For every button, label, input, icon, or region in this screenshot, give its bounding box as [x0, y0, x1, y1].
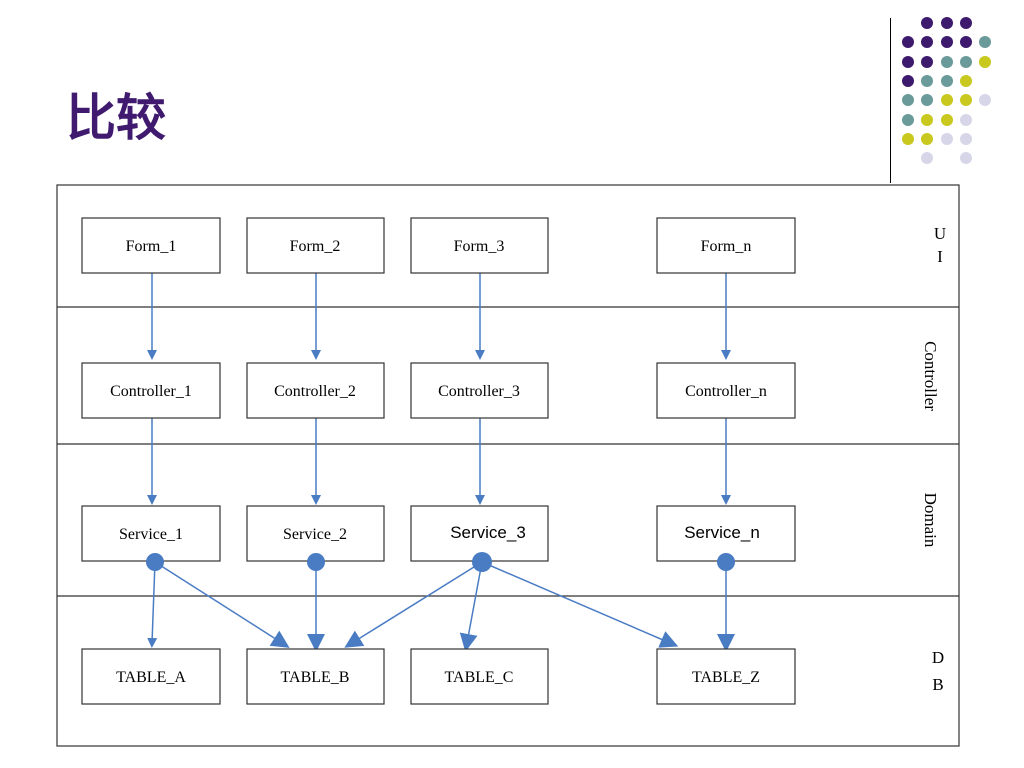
decorative-dot [902, 55, 914, 68]
layer-label-db-2: B [932, 675, 943, 694]
service-box[interactable] [81, 505, 221, 562]
table-label: TABLE_B [281, 669, 350, 686]
decorative-dot [959, 132, 972, 145]
decorative-dot [959, 74, 972, 87]
decorative-dot [959, 152, 972, 165]
controller-box[interactable] [246, 362, 385, 419]
service-label: Service_1 [119, 526, 183, 543]
service-connector-dot [472, 552, 492, 572]
decorative-dot [921, 94, 934, 107]
layer-label-domain: Domain [921, 493, 940, 548]
decorative-dot [940, 113, 953, 126]
service-label: Service_n [684, 523, 760, 542]
form-label: Form_2 [290, 238, 341, 255]
service-box[interactable] [246, 505, 385, 562]
decorative-dot [921, 55, 934, 68]
arrow-service3-tableb [344, 561, 483, 648]
decorative-dot [959, 113, 972, 126]
decorative-dot [940, 74, 953, 87]
form-box[interactable] [246, 217, 385, 274]
decorative-dot [940, 132, 953, 145]
controller-box[interactable] [81, 362, 221, 419]
table-label: TABLE_C [445, 669, 514, 686]
controller-label: Controller_2 [274, 383, 356, 400]
arrow-service3-tablez [481, 561, 679, 648]
table-box[interactable] [656, 648, 796, 705]
decorative-dot [902, 36, 914, 49]
slide-title: 比较 [66, 89, 166, 147]
controller-box[interactable] [410, 362, 549, 419]
layer-label-ui: U [934, 224, 946, 243]
service-label: Service_3 [450, 523, 526, 542]
decorative-dot [940, 36, 953, 49]
layer-label-ui-2: I [937, 247, 943, 266]
service-connector-dot [307, 553, 325, 571]
decorative-dot [921, 74, 934, 87]
form-box[interactable] [656, 217, 796, 274]
table-box[interactable] [81, 648, 221, 705]
decorative-divider [890, 18, 891, 183]
decorative-dot [979, 55, 992, 68]
arrow-service1-tablea [147, 561, 158, 648]
decorative-dot [959, 17, 972, 29]
layer-label-controller: Controller [921, 341, 940, 411]
decorative-dot [902, 113, 914, 126]
table-box[interactable] [410, 648, 549, 705]
decorative-dot [902, 94, 914, 107]
controller-box[interactable] [656, 362, 796, 419]
table-label: TABLE_Z [692, 669, 760, 686]
service-connector-dot [717, 553, 735, 571]
decorative-dot [921, 113, 934, 126]
decorative-dot [921, 152, 934, 165]
service-box[interactable] [656, 505, 796, 562]
service-box[interactable] [410, 505, 549, 562]
controller-label: Controller_1 [110, 383, 192, 400]
decorative-dot [902, 132, 914, 145]
decorative-dot [940, 94, 953, 107]
arrow-service3-tablec [459, 561, 483, 652]
table-box[interactable] [246, 648, 385, 705]
decorative-dot [921, 17, 934, 29]
form-label: Form_n [701, 238, 752, 255]
form-box[interactable] [81, 217, 221, 274]
decorative-dot [940, 55, 953, 68]
table-label: TABLE_A [116, 669, 186, 686]
service-connector-dot [146, 553, 164, 571]
decorative-dot [979, 94, 992, 107]
decorative-dot [921, 36, 934, 49]
form-label: Form_1 [126, 238, 177, 255]
decorative-dot [959, 94, 972, 107]
layer-label-db: D [932, 648, 944, 667]
form-label: Form_3 [454, 238, 505, 255]
decorative-dot [979, 36, 992, 49]
decorative-dot [902, 74, 914, 87]
decorative-dot [959, 36, 972, 49]
decorative-dot [921, 132, 934, 145]
decorative-dot [959, 55, 972, 68]
decorative-dot [940, 17, 953, 29]
controller-label: Controller_n [685, 383, 767, 400]
service-label: Service_2 [283, 526, 347, 543]
form-box[interactable] [410, 217, 549, 274]
controller-label: Controller_3 [438, 383, 520, 400]
arrow-service1-tableb [154, 561, 290, 648]
